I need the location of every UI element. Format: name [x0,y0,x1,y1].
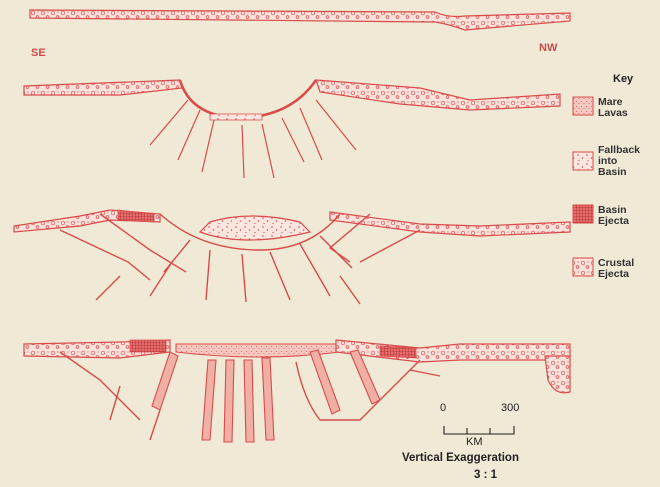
section-2-fallback [210,114,262,120]
section-4-layer-right [336,340,570,362]
section-3-layer-right [330,212,570,236]
key-swatch-fallback [573,152,593,170]
key-item-basin: Basin Ejecta [598,205,629,227]
section-3-ejecta-left [118,210,154,222]
key-swatch-basin [573,205,593,223]
key-item-crustal: Crustal Ejecta [598,258,634,280]
section-4 [24,340,570,442]
scale-bar [444,426,514,434]
southeast-label: SE [31,47,46,59]
key-item-mare: Mare Lavas [598,97,628,119]
key-item-fallback: Fallback into Basin [598,145,640,178]
scale-min-label: 0 [440,402,446,414]
key-title: Key [613,73,633,85]
section-2-fractures [150,100,356,178]
section-4-ejecta-right [380,346,416,358]
section-4-dikes [152,350,380,442]
section-3 [14,210,570,304]
northwest-label: NW [539,42,557,54]
section-3-fallback [200,216,310,240]
key-symbols [573,97,593,276]
section-4-right-bulge [545,356,570,393]
caption-exaggeration: Vertical Exaggeration [402,452,519,464]
section-2-layer-left [24,80,182,95]
section-2-layer-right [316,80,560,110]
section-1 [30,10,570,30]
key-swatch-mare [573,97,593,115]
section-2-crater-floor [180,80,316,118]
section-2 [24,80,560,178]
section-4-ejecta-left [130,340,166,352]
section-1-layer [30,10,570,30]
key-swatch-crustal [573,258,593,276]
scale-unit-label: KM [466,436,483,448]
scale-max-label: 300 [501,402,519,414]
caption-ratio: 3 : 1 [474,469,497,481]
